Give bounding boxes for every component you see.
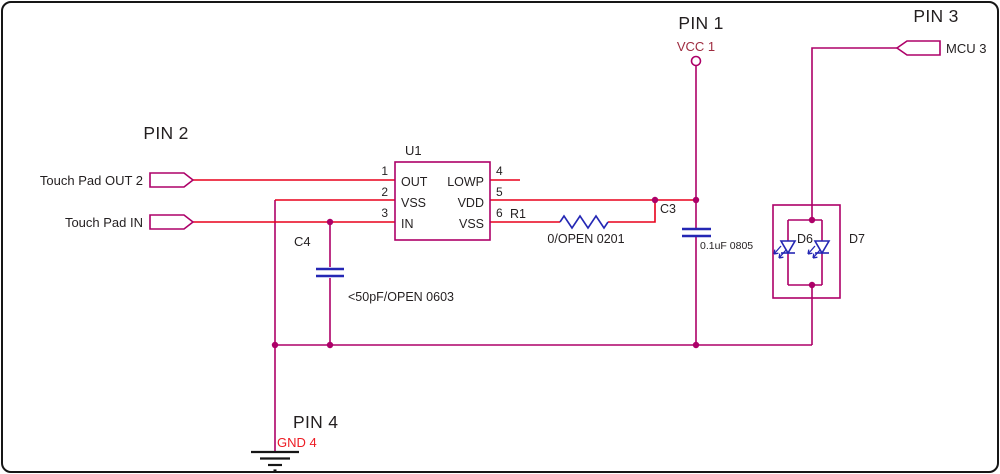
d6-triangle	[779, 240, 797, 255]
resistor-zigzag-icon	[559, 214, 609, 230]
junction-dot	[326, 218, 334, 226]
r1-ref-label: R1	[510, 207, 526, 221]
d7-led-arrows-icon	[807, 245, 821, 259]
earth-ground-icon	[251, 450, 299, 472]
u1-pin-name-out: OUT	[401, 175, 428, 189]
u1-pin-number-4: 4	[496, 164, 503, 178]
mcu-net-label: MCU 3	[946, 41, 986, 56]
u1-pin-number-2: 2	[381, 185, 388, 199]
touch-pad-in-label: Touch Pad IN	[65, 215, 143, 230]
u1-pin-name-vss-left: VSS	[401, 196, 426, 210]
u1-pin-name-vdd: VDD	[458, 196, 484, 210]
mcu-wire	[811, 47, 897, 220]
u1-pin-name-lowp: LOWP	[447, 175, 484, 189]
junction-dot	[692, 341, 700, 349]
junction-dot	[326, 341, 334, 349]
pin1-label: PIN 1	[678, 13, 723, 33]
touch-pad-out-label: Touch Pad OUT 2	[40, 173, 143, 188]
u1-pin-number-5: 5	[496, 185, 503, 199]
d7-diode-icon	[807, 240, 831, 259]
vcc-net-label: VCC 1	[677, 39, 715, 54]
signal-wires	[193, 179, 696, 223]
pin2-label: PIN 2	[143, 123, 188, 143]
c4-value-label: <50pF/OPEN 0603	[348, 290, 454, 304]
u1-pin-name-vss-right: VSS	[459, 217, 484, 231]
c4-ref-label: C4	[294, 234, 311, 249]
junction-dot	[692, 196, 700, 204]
touch-pad-out-connector-icon	[149, 172, 195, 188]
u1-pin-number-6: 6	[496, 206, 503, 220]
r1-to-vdd-wire	[608, 200, 656, 223]
junction-dot	[808, 216, 816, 224]
u1-pin-number-1: 1	[381, 164, 388, 178]
pin4-label: PIN 4	[293, 412, 338, 432]
pin3-label: PIN 3	[913, 6, 958, 26]
c4-capacitor	[316, 267, 344, 278]
junction-dot	[808, 281, 816, 289]
gnd-net-label: GND 4	[277, 435, 317, 450]
d7-triangle	[813, 240, 831, 255]
c3-capacitor	[682, 227, 711, 238]
junction-dot	[651, 196, 659, 204]
junction-dots	[271, 196, 816, 349]
junction-dot	[271, 341, 279, 349]
diode-pair-box	[772, 204, 841, 299]
u1-pin-name-in: IN	[401, 217, 414, 231]
r1-resistor	[559, 214, 609, 230]
d6-diode-icon	[773, 240, 797, 259]
touch-pad-in-connector-icon	[149, 214, 195, 230]
c3-ref-label: C3	[660, 202, 676, 216]
r1-value-label: 0/OPEN 0201	[547, 232, 624, 246]
d7-ref-label: D7	[849, 232, 865, 246]
vcc-port-icon	[690, 55, 702, 67]
u1-ref-label: U1	[405, 143, 422, 158]
u1-pin-number-3: 3	[381, 206, 388, 220]
power-ground-wires	[274, 47, 897, 452]
d6-ref-label: D6	[797, 232, 813, 246]
u1-body	[394, 161, 491, 241]
d6-led-arrows-icon	[773, 245, 787, 259]
c3-value-label: 0.1uF 0805	[700, 240, 753, 252]
mcu-connector-icon	[895, 40, 941, 56]
